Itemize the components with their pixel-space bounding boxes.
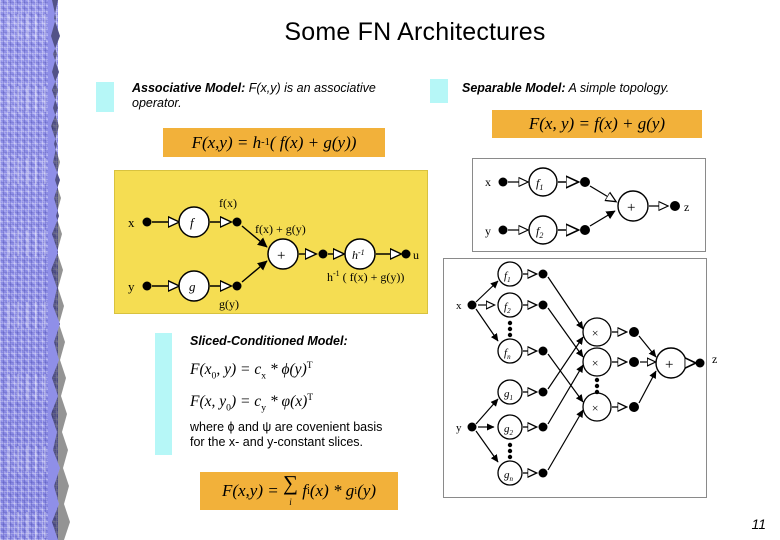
sliced-f1-mid: , y) = c <box>216 361 262 379</box>
diagram-separable-model: x f1 y f2 + z <box>472 158 706 252</box>
sliced-f2-suby: y <box>261 402 266 414</box>
svg-text:+: + <box>627 200 635 216</box>
associative-bullet-text: Associative Model: F(x,y) is an associat… <box>132 81 382 111</box>
sliced-f2-sub0: 0 <box>226 402 231 414</box>
svg-text:y: y <box>128 279 135 294</box>
sliced-f2-tail: * φ(x) <box>266 393 308 411</box>
sliced-conditioned-title: Sliced-Conditioned Model: <box>190 334 348 348</box>
svg-text:+: + <box>665 357 673 373</box>
sliced-note-line-2: for the x- and y-constant slices. <box>190 435 363 449</box>
svg-text:h-1 ( f(x) + g(y)): h-1 ( f(x) + g(y)) <box>327 269 404 284</box>
sliced-f1-head: F(x <box>190 361 212 379</box>
sliced-formula-2: F(x, y0) = cy * φ(x)T <box>190 392 313 413</box>
sliced-output-label: z <box>712 352 718 366</box>
separable-bullet-text: Separable Model: A simple topology. <box>462 81 742 96</box>
assoc-formula-h: h <box>252 132 262 152</box>
svg-text:+: + <box>277 248 285 264</box>
svg-text:×: × <box>591 401 599 415</box>
separable-description: A simple topology. <box>565 81 670 95</box>
formula-box-separable: F(x, y) = f(x) + g(y) <box>492 110 702 138</box>
associative-description: F(x,y) is an associative operator. <box>132 81 376 110</box>
sliced-f3-g-sub: i <box>354 485 358 497</box>
assoc-formula-exponent: -1 <box>261 137 270 148</box>
associative-network-graph: x f f(x) y g g(y) + f(x) + g(y) <box>128 196 419 311</box>
sliced-f1-subx: x <box>261 370 266 382</box>
sliced-f1-tail: * ϕ(y) <box>266 361 307 379</box>
sliced-f2-supT: T <box>307 392 314 403</box>
svg-text:×: × <box>591 326 599 340</box>
svg-text:g2: g2 <box>504 423 514 437</box>
svg-text:f1: f1 <box>536 176 543 192</box>
svg-text:g1: g1 <box>504 388 513 402</box>
svg-text:fn: fn <box>504 347 511 361</box>
sliced-formula-1: F(x0, y) = cx * ϕ(y)T <box>190 360 313 381</box>
diagram-sliced-conditioned-model: x f1 f2 fn y <box>443 258 707 498</box>
svg-text:x: x <box>456 300 462 312</box>
sliced-conditioned-network-graph: x f1 f2 fn y <box>456 261 705 486</box>
assoc-formula-rhs: ( f(x) + g(y)) <box>269 132 357 152</box>
sliced-f3-mid: (x) * g <box>309 481 355 500</box>
svg-text:f: f <box>190 215 196 230</box>
svg-text:x: x <box>128 215 135 230</box>
svg-text:z: z <box>684 200 689 214</box>
associative-label: Associative Model: <box>132 81 246 95</box>
svg-text:f(x) + g(y): f(x) + g(y) <box>255 222 306 236</box>
diagram-associative-model: x f f(x) y g g(y) + f(x) + g(y) <box>114 170 428 314</box>
slide-title: Some FN Architectures <box>284 18 546 46</box>
sliced-f3-sigma: ∑ <box>282 470 298 495</box>
sliced-f2-head: F(x, y <box>190 393 227 411</box>
bullet-square-separable <box>430 79 448 103</box>
sliced-f3-f-sub: i <box>306 485 310 497</box>
svg-text:g(y): g(y) <box>219 297 239 311</box>
svg-text:y: y <box>456 422 462 434</box>
sliced-f3-tail: (y) <box>357 481 377 500</box>
bullet-square-sliced-conditioned <box>155 333 172 455</box>
svg-text:g: g <box>189 279 196 294</box>
svg-text:y: y <box>485 224 491 238</box>
page-number: 11 <box>751 516 766 532</box>
formula-box-associative: F(x,y) = h-1( f(x) + g(y)) <box>163 128 385 157</box>
sliced-conditioned-note: where ϕ and ψ are covenient basis for th… <box>190 420 440 450</box>
svg-text:f2: f2 <box>504 301 511 315</box>
assoc-formula-lhs: F(x,y) = <box>191 132 249 152</box>
svg-text:f(x): f(x) <box>219 196 237 210</box>
svg-text:u: u <box>413 248 419 262</box>
torn-paper-edge-icon <box>48 0 70 540</box>
sliced-f2-mid: ) = c <box>230 393 262 411</box>
sliced-f3-f: f <box>302 481 307 500</box>
svg-text:×: × <box>591 356 599 370</box>
svg-text:x: x <box>485 175 491 189</box>
svg-text:gn: gn <box>504 469 514 483</box>
sliced-f1-supT: T <box>306 360 313 371</box>
separable-label: Separable Model: <box>462 81 566 95</box>
svg-text:f2: f2 <box>536 224 543 240</box>
sliced-f3-lhs: F(x,y) = <box>221 481 279 500</box>
sliced-f3-sigma-sub: i <box>289 496 292 507</box>
sliced-f1-sub0: 0 <box>211 370 217 382</box>
svg-text:f1: f1 <box>504 270 511 284</box>
separable-network-graph: x f1 y f2 + z <box>485 167 689 245</box>
sliced-note-line-1: where ϕ and ψ are covenient basis <box>190 420 383 434</box>
bullet-square-associative <box>96 82 114 112</box>
